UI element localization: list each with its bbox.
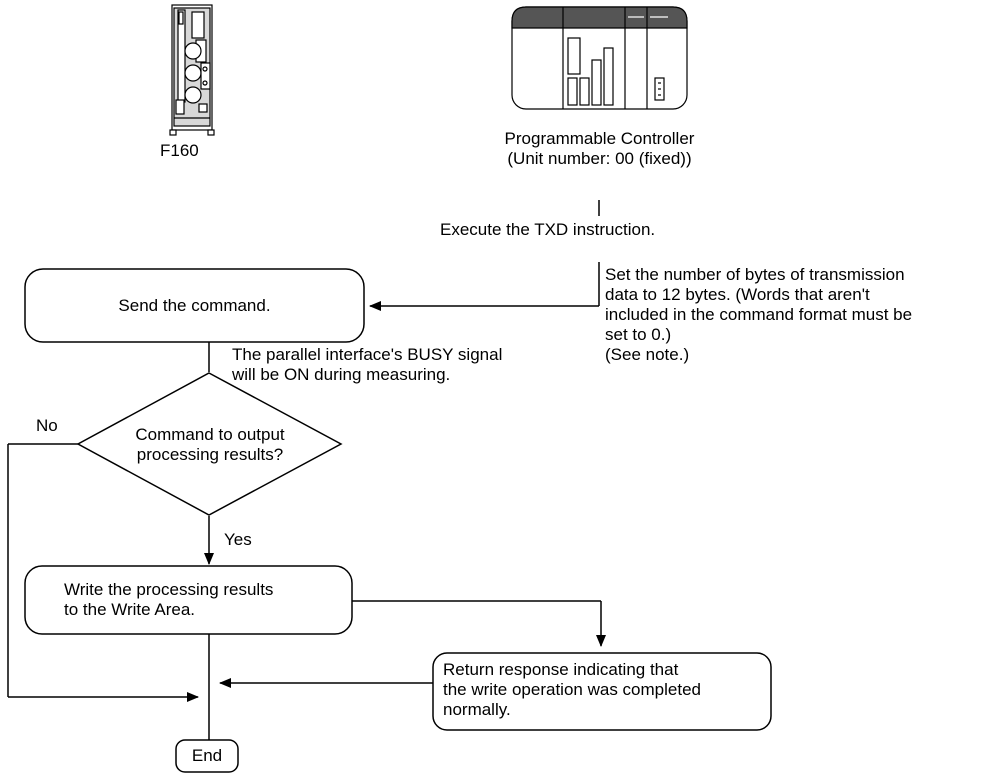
decision-label: Command to output processing results? [100, 425, 320, 465]
note-line: The parallel interface's BUSY signal [232, 345, 503, 364]
yes-branch-label: Yes [224, 530, 252, 549]
send-command-label: Send the command. [118, 296, 271, 315]
no-branch-label: No [36, 416, 58, 435]
box-line: normally. [443, 700, 511, 719]
return-response-box [432, 652, 772, 731]
box-line: Write the processing results [64, 580, 274, 599]
plc-device-icon [511, 6, 688, 110]
end-label: End [191, 746, 223, 765]
note-line: set to 0.) [605, 325, 672, 344]
box-line: the write operation was completed [443, 680, 701, 699]
end-terminal [175, 739, 239, 773]
note-line: will be ON during measuring. [232, 365, 451, 384]
note-line: data to 12 bytes. (Words that aren't [605, 285, 870, 304]
execute-txd-label: Execute the TXD instruction. [440, 220, 656, 239]
plc-label: Programmable Controller (Unit number: 00… [460, 129, 739, 169]
write-results-box [24, 565, 353, 635]
f160-label: F160 [160, 141, 199, 160]
send-command-box [24, 268, 365, 343]
f160-device-icon [169, 4, 215, 136]
decision-line: processing results? [136, 445, 284, 464]
decision-line: Command to output [135, 425, 285, 444]
note-line: (See note.) [605, 345, 690, 364]
box-line: to the Write Area. [64, 600, 196, 619]
plc-label-line: Programmable Controller [504, 129, 695, 148]
box-line: Return response indicating that [443, 660, 679, 679]
busy-signal-note: The parallel interface's BUSY signal wil… [232, 345, 502, 385]
write-results-label: Write the processing results to the Writ… [64, 580, 273, 620]
note-line: included in the command format must be [605, 305, 913, 324]
set-bytes-note: Set the number of bytes of transmission … [605, 265, 912, 365]
plc-unit-number-line: (Unit number: 00 (fixed)) [507, 149, 692, 168]
return-response-label: Return response indicating that the writ… [443, 660, 701, 720]
note-line: Set the number of bytes of transmission [605, 265, 905, 284]
decision-diamond [76, 372, 343, 516]
